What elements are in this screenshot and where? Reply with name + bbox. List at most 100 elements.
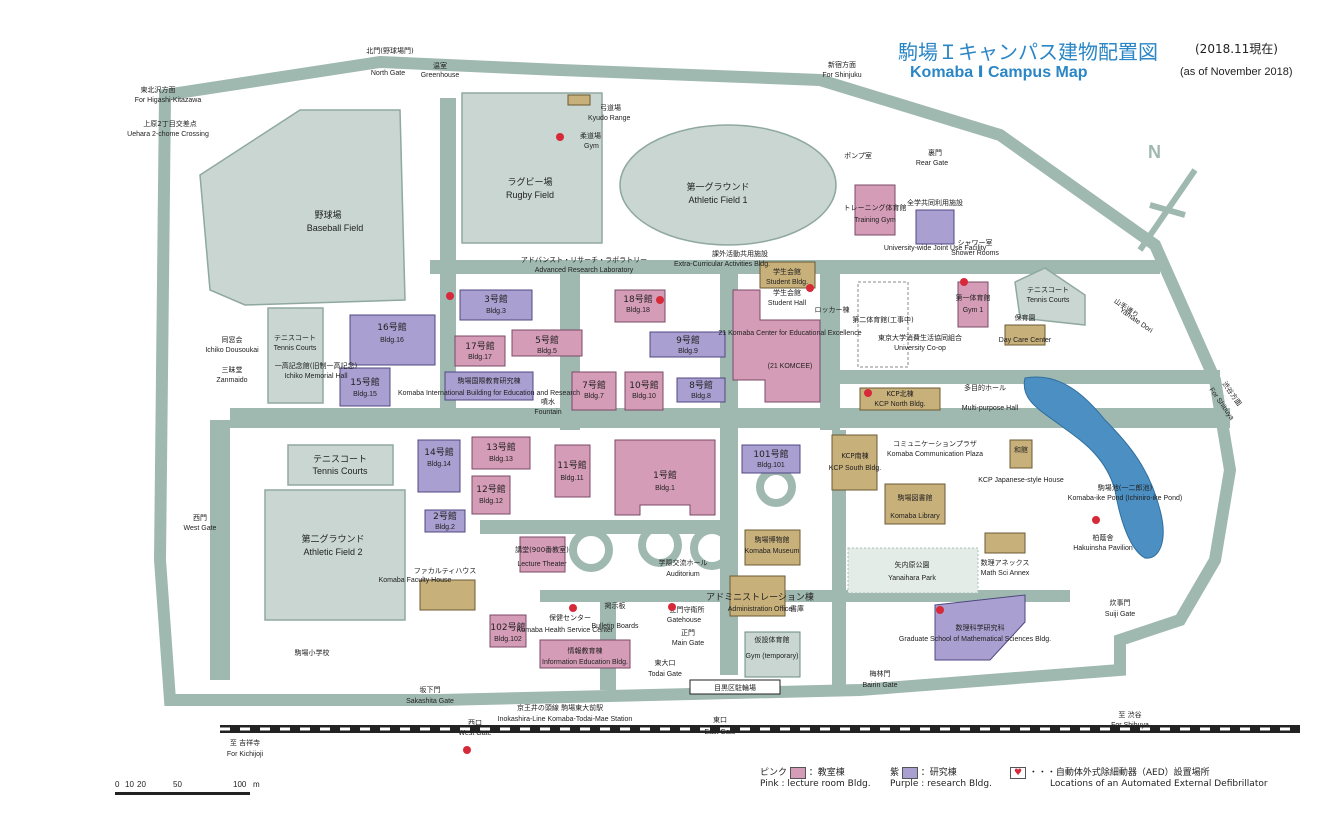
bldg-3[interactable]: [459, 289, 533, 321]
tennis-west-label-en: Tennis Courts: [274, 345, 317, 352]
kcp-north-bldg[interactable]: [859, 387, 941, 411]
athletic-field-1: [619, 124, 837, 246]
bldg-16[interactable]: [349, 314, 436, 366]
bldg-101[interactable]: [741, 444, 801, 474]
legend-purple-swatch: [901, 766, 918, 779]
dousoukai-label: 同窓会: [222, 335, 243, 344]
gym-1[interactable]: [957, 281, 989, 328]
scale-tick: 10: [125, 780, 134, 789]
information-education-bldg[interactable]: [539, 639, 631, 669]
yanaihara-label-en: Yanaihara Park: [888, 575, 936, 582]
scale-tick: 50: [173, 780, 182, 789]
kyudo-label-en: Kyudo Range: [588, 115, 631, 122]
bldg-9[interactable]: [649, 331, 726, 358]
research-buildings: [339, 209, 1026, 661]
bldg-12[interactable]: [471, 475, 511, 515]
bldg-13[interactable]: [471, 436, 531, 470]
bldg-101-label: 101号館: [753, 448, 788, 460]
komaba-museum[interactable]: [744, 529, 801, 566]
comm-plaza-label-en: Komaba Communication Plaza: [887, 451, 983, 458]
day-care-center[interactable]: [1004, 324, 1046, 346]
bldg-2-label: 2号館: [433, 510, 457, 522]
shinjuku-label: 新宿方面: [828, 60, 856, 69]
map-title-jp: 駒場Ｉキャンパス建物配置図: [898, 40, 1158, 64]
math-sciences-bldg[interactable]: [934, 594, 1026, 661]
faculty-house[interactable]: [419, 579, 476, 611]
bldg-16-label: 16号館: [377, 321, 406, 333]
japanese-style-house[interactable]: [1009, 439, 1033, 469]
memorial-hall-label: 一高記念館(旧制一高記念): [275, 361, 358, 370]
sakashita-gate-label: 坂下門: [420, 685, 441, 694]
bldg-1-label-en: Bldg.1: [655, 485, 675, 492]
bulletin-label-en: Bulletin Boards: [591, 623, 639, 630]
to-kichijoji-label: 至 吉祥寺: [230, 738, 260, 747]
scale-unit: m: [253, 780, 260, 789]
tennis-courts-west: [267, 307, 324, 404]
bldg-14[interactable]: [417, 439, 461, 493]
kcp-south-label: KCP南棟: [841, 451, 868, 460]
bldg-11[interactable]: [554, 444, 591, 498]
place-labels: 課外活動共用施設 Extra-Curricular Activities Bld…: [205, 61, 1182, 692]
building-labels: 1号館 Bldg.1 5号館 Bldg.5 7号館 Bldg.7 10号館 Bl…: [350, 198, 1051, 666]
bicycle-parking-label: 目黒区駐輪場: [714, 683, 756, 692]
coop-label: 東京大学消費生活協同組合: [878, 333, 962, 342]
bldg-9-label-en: Bldg.9: [678, 348, 698, 355]
math-sci-annex[interactable]: [984, 532, 1026, 554]
bldg-15[interactable]: [339, 367, 391, 407]
student-bldg-label-en: Student Bldg.: [766, 279, 808, 286]
tennis-middle-label: テニスコート: [313, 454, 367, 465]
north-gate-label-en: North Gate: [371, 70, 405, 77]
komaba-library[interactable]: [884, 483, 946, 525]
bulletin-label: 掲示板: [605, 601, 626, 610]
bldg-5-label: 5号館: [535, 334, 559, 346]
legend-purple-label-jp: ：研究棟: [920, 768, 957, 778]
bldg-9-label: 9号館: [676, 334, 700, 346]
bldg-102[interactable]: [489, 614, 527, 648]
tennis-courts-middle: [287, 444, 394, 486]
bldg-21-komcee[interactable]: [732, 289, 821, 403]
suiji-gate-label: 炊事門: [1110, 598, 1131, 607]
fountain-label: 噴水: [541, 397, 555, 406]
athletic-field-2-label: 第二グラウンド: [301, 533, 364, 545]
athletic-field-1-label-en: Athletic Field 1: [688, 195, 747, 205]
other-buildings: [419, 94, 1046, 617]
bldg-5[interactable]: [511, 329, 583, 357]
bldg-11-label: 11号館: [557, 459, 586, 471]
university-joint-use-facility[interactable]: [915, 209, 955, 245]
wakan-label-en: KCP Japanese-style House: [978, 477, 1064, 484]
lecture-theater-label-en: Lecture Theater: [517, 561, 567, 568]
kcp-north-label: KCP北棟: [886, 389, 913, 398]
bairin-gate-label-en: Bairin Gate: [862, 682, 897, 689]
scale-tick: 0: [115, 780, 120, 789]
legend-pink: ピンク ：教室棟 Pink : lecture room Bldg.: [760, 765, 871, 789]
kiber-label-en: Komaba International Building for Educat…: [398, 390, 580, 397]
arl-label: アドバンスト・リサーチ・ラボラトリー: [521, 256, 647, 264]
training-gym[interactable]: [854, 184, 896, 236]
administration-office[interactable]: [729, 575, 786, 617]
bldg-15-label-en: Bldg.15: [353, 391, 377, 398]
bldg-7[interactable]: [571, 371, 617, 411]
faculty-house-label-en: Komaba Faculty House: [379, 577, 452, 584]
bldg-10[interactable]: [624, 371, 664, 411]
bldg-17-label: 17号館: [465, 340, 494, 352]
bldg-17[interactable]: [454, 335, 506, 367]
kyudo-range[interactable]: [567, 94, 591, 106]
bldg-18[interactable]: [614, 289, 666, 323]
bldg-14-label-en: Bldg.14: [427, 461, 451, 468]
bldg-1[interactable]: [614, 439, 716, 516]
student-bldg[interactable]: [759, 261, 816, 289]
tennis-middle-label-en: Tennis Courts: [312, 466, 368, 476]
legend-aed-jp: ・・・自動体外式除細動器（AED）設置場所: [1028, 768, 1210, 778]
kcp-south-bldg[interactable]: [831, 434, 878, 491]
library-label-en: Komaba Library: [890, 513, 940, 520]
bldg-15-label: 15号館: [350, 376, 379, 388]
bldg-8-label-en: Bldg.8: [691, 393, 711, 400]
multi-hall-label: 多目的ホール: [964, 383, 1006, 392]
legend-aed: ♥ ・・・自動体外式除細動器（AED）設置場所 Locations of an …: [1010, 765, 1268, 789]
komaba-international-bldg[interactable]: [444, 371, 534, 401]
gym-temporary[interactable]: [744, 631, 801, 678]
bldg-8[interactable]: [676, 377, 726, 403]
lecture-theater[interactable]: [519, 536, 566, 573]
bldg-2[interactable]: [424, 509, 466, 533]
shower-label: シャワー室: [958, 238, 993, 247]
